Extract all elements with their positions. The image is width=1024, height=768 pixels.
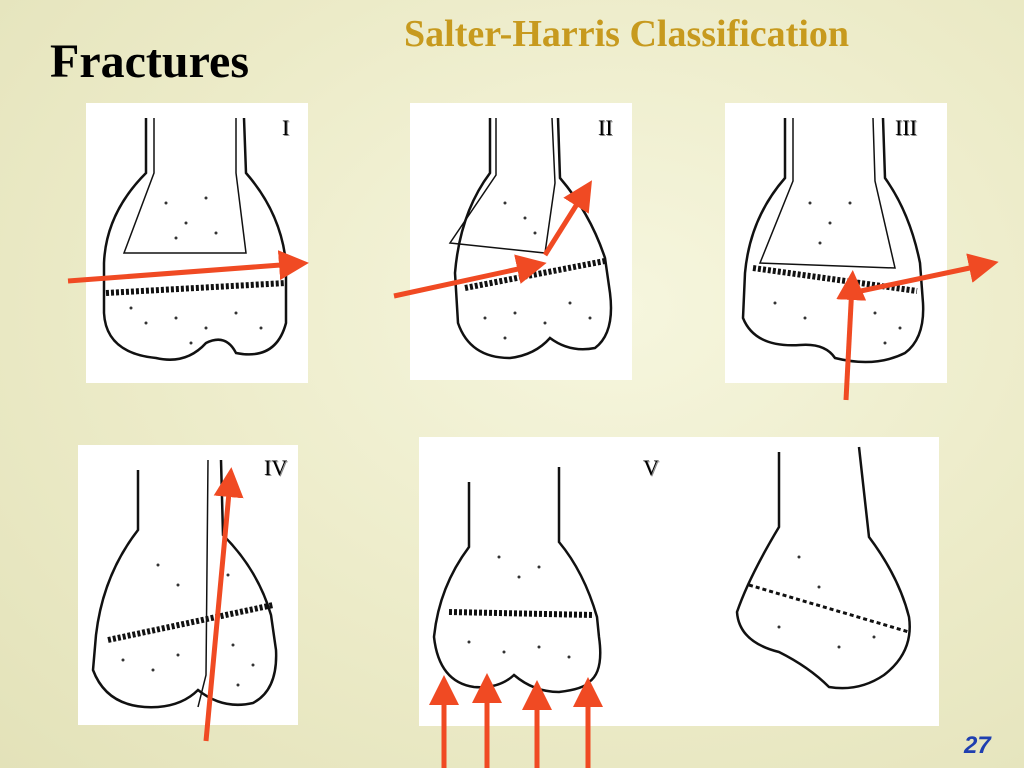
panel-label-type-2: II: [598, 115, 613, 140]
bone-illustration-type-2: [448, 117, 613, 360]
panel-type-4: IV: [78, 445, 298, 725]
page-number: 27: [964, 732, 991, 759]
panel-type-1: I: [86, 103, 308, 383]
panel-label-type-3: III: [895, 115, 917, 140]
slide-title: Fractures: [50, 35, 250, 88]
panel-label-type-5: V: [643, 455, 659, 480]
panel-label-type-1: I: [282, 115, 290, 140]
slide-subtitle: Salter-Harris Classification: [404, 13, 850, 55]
bone-illustration-type-4: [91, 459, 278, 709]
panel-type-5: V: [419, 437, 939, 726]
bone-illustration-type-1: [102, 117, 288, 361]
bone-illustration-type-5: [432, 446, 911, 694]
panel-type-2: II: [410, 103, 632, 380]
bone-illustration-type-3: [741, 117, 925, 364]
panel-label-type-4: IV: [264, 455, 288, 480]
panel-type-3: III: [725, 103, 947, 383]
